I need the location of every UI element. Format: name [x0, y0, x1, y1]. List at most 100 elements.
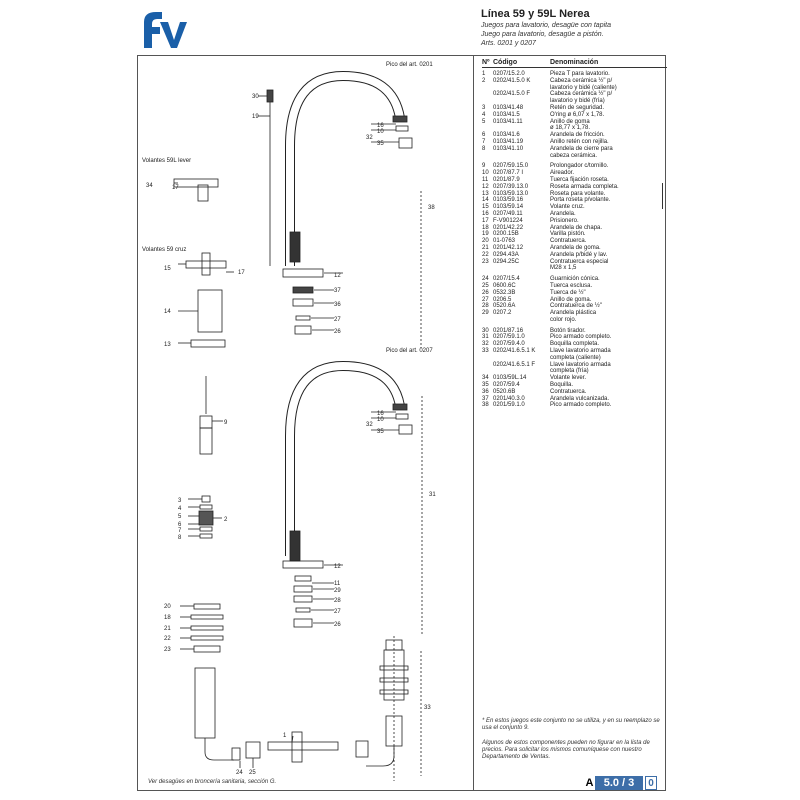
cell-denominacion: Contratuerca. — [550, 389, 667, 396]
table-frame — [474, 55, 666, 791]
cell-codigo: 0103/59.14 — [493, 204, 524, 211]
cell-denominacion: Arandela. — [550, 211, 667, 218]
part-number: 19 — [252, 114, 259, 120]
part-number: 32 — [366, 422, 373, 428]
cell-codigo: 0201/87.9 — [493, 176, 520, 183]
cell-denominacion-line: Volante lever. — [550, 375, 587, 382]
badge-rev: 0 — [645, 776, 657, 790]
cell-n: 4 — [482, 111, 486, 118]
cell-codigo: 0294.43A — [493, 251, 519, 258]
cell-denominacion-line: Contratuerca. — [550, 388, 587, 395]
cell-denominacion-line: Arandela p/bidé y lav. — [550, 251, 608, 258]
cell-denominacion: Boquilla. — [550, 382, 667, 389]
subtitle-2: Juego para lavatorio, desagüe a pistón. — [481, 31, 604, 38]
cell-denominacion-line: Cabeza cerámica ½" p/ — [550, 91, 613, 98]
col-header-n: Nº — [482, 59, 490, 66]
page-title: Línea 59 y 59L Nerea — [481, 8, 590, 20]
cell-denominacion-line: Contratuerca especial — [550, 258, 609, 265]
cell-denominacion-line: completa (fría) — [550, 368, 589, 375]
cell-n: 38 — [482, 402, 489, 409]
cell-denominacion-line: ø 18,77 x 1,78. — [550, 125, 591, 132]
cell-denominacion: Prolongador c/tornillo. — [550, 163, 667, 170]
part-number: 3 — [178, 498, 182, 504]
cell-n: 34 — [482, 375, 489, 382]
cell-codigo: 0532.3B — [493, 289, 516, 296]
cell-denominacion: Retén de seguridad. — [550, 105, 667, 112]
cell-denominacion: Contratuerca de ½" — [550, 303, 667, 310]
cell-denominacion-line: Roseta armada completa. — [550, 183, 619, 190]
cell-denominacion-line: Arandela vulcanizada. — [550, 395, 610, 402]
cell-codigo: 0200.15B — [493, 231, 519, 238]
cell-codigo: 0207/59.1.0 — [493, 334, 525, 341]
cell-n — [482, 91, 493, 105]
subtitle-3: Arts. 0201 y 0207 — [481, 40, 536, 47]
cell-denominacion-line: Cabeza cerámica ½" p/ — [550, 77, 613, 84]
cell-codigo: 0207/15.4 — [493, 276, 520, 283]
cell-n: 15 — [482, 204, 489, 211]
part-number: 23 — [164, 647, 171, 653]
part-number: 21 — [164, 626, 171, 632]
cell-codigo: 0207/49.11 — [493, 210, 523, 217]
cell-n: 1 — [482, 71, 486, 77]
cell-denominacion: Arandela de fricción. — [550, 132, 667, 139]
cell-n: 26 — [482, 289, 489, 296]
cell-denominacion: Contratuerca. — [550, 238, 667, 245]
cell-denominacion: Anillo de goma. — [550, 297, 667, 304]
part-number: 13 — [164, 342, 171, 348]
cell-n: 10 — [482, 170, 489, 177]
part-number: 6 — [178, 522, 182, 528]
cell-denominacion-line: Botón tirador. — [550, 327, 586, 334]
part-number: 27 — [334, 609, 341, 615]
part-number: 4 — [178, 506, 182, 512]
cell-n: 33 — [482, 348, 489, 355]
cell-denominacion: Arandela de goma. — [550, 245, 667, 252]
label-pico-0201: Pico del art. 0201 — [386, 62, 433, 68]
part-number: 2 — [224, 517, 228, 523]
label-volantes-cruz: Volantes 59 cruz — [142, 247, 186, 253]
part-number: 17 — [238, 270, 245, 276]
cell-denominacion: Roseta para volante. — [550, 191, 667, 198]
cell-denominacion-line: Aireador. — [550, 170, 575, 177]
cell-n: 2 — [482, 77, 486, 84]
cell-denominacion-line: Arandela de goma. — [550, 244, 601, 251]
cell-n: 8 — [482, 145, 486, 152]
part-number: 12 — [334, 564, 341, 570]
part-number: 36 — [334, 302, 341, 308]
cell-denominacion-line: Porta roseta p/volante. — [550, 197, 611, 204]
diagram-frame — [137, 55, 474, 791]
cell-denominacion-line: Prisionero. — [550, 217, 579, 224]
cell-denominacion: Prisionero. — [550, 218, 667, 225]
part-number: 32 — [366, 135, 373, 141]
header: Línea 59 y 59L Nerea Juegos para lavator… — [481, 8, 781, 48]
cell-denominacion-line: lavatorio y bidé (fría) — [550, 98, 605, 105]
subtitle-1: Juegos para lavatorio, desagüe con tapit… — [481, 22, 611, 29]
cell-codigo: 0103/41.11 — [493, 118, 523, 125]
cell-codigo: 0103/59.13.0 — [493, 190, 529, 197]
part-number: 15 — [164, 266, 171, 272]
cell-denominacion-line: Contratuerca. — [550, 238, 587, 245]
cell-denominacion: Anillo retén con rejilla. — [550, 139, 667, 146]
cell-codigo: 0207/15.2.0 — [493, 71, 525, 77]
cell-codigo: 0201/40.3.0 — [493, 395, 525, 402]
label-volantes-lever: Volantes 59L lever — [142, 158, 191, 164]
note-2: Algunos de estos componentes pueden no f… — [482, 740, 650, 760]
cell-codigo: 0103/41.10 — [493, 145, 524, 152]
cell-denominacion-line: Arandela de chapa. — [550, 224, 603, 231]
